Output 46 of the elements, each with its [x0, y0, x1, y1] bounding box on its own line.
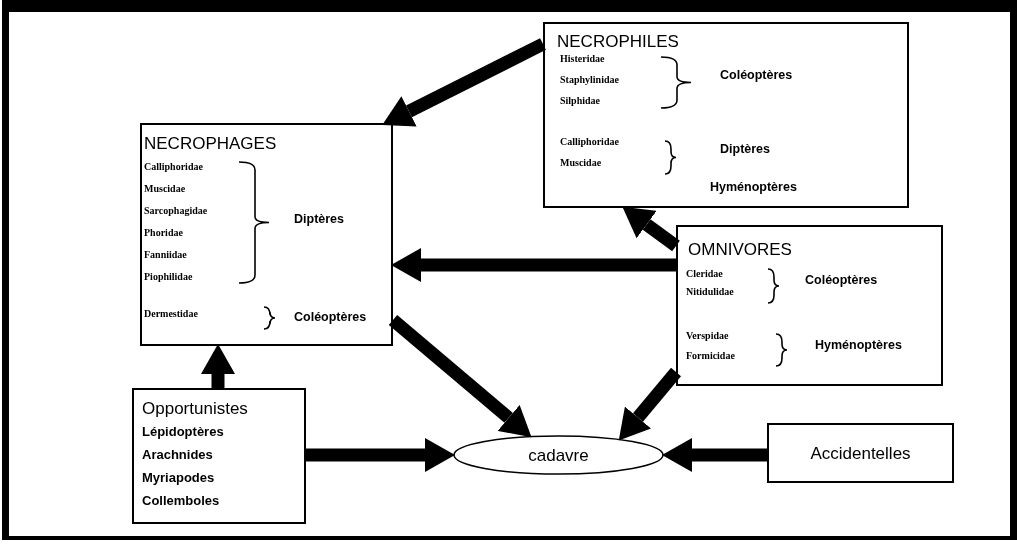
category-box — [132, 388, 306, 524]
order-name: Coléoptères — [805, 274, 878, 287]
group-heading: NECROPHILES — [557, 33, 679, 50]
family-name: Histeridae — [560, 54, 605, 64]
group-heading: Opportunistes — [142, 400, 248, 417]
node-label: Accidentelles — [810, 444, 911, 462]
category-box — [767, 423, 954, 483]
node-label: cadavre — [528, 446, 589, 464]
category-box — [543, 22, 909, 208]
family-name: Calliphoridae — [144, 162, 203, 172]
family-name: Muscidae — [144, 184, 186, 194]
category-box — [676, 225, 943, 386]
family-name: Cleridae — [686, 269, 723, 279]
group-heading: OMNIVORES — [688, 241, 792, 258]
block-arrow — [306, 438, 455, 472]
category-box — [140, 123, 393, 346]
order-name: Coléoptères — [720, 69, 793, 82]
family-name: Dermestidae — [144, 309, 198, 319]
family-name: Staphylinidae — [560, 75, 619, 85]
block-arrow — [662, 438, 767, 472]
family-name: Calliphoridae — [560, 137, 619, 147]
block-arrow — [622, 206, 680, 252]
family-name: Formicidae — [686, 351, 735, 361]
group-name: Lépidoptères — [142, 425, 224, 438]
order-name: Diptères — [720, 143, 771, 156]
block-arrow — [201, 344, 235, 388]
family-name: Fanniidae — [144, 250, 187, 260]
family-name: Nitidulidae — [686, 287, 734, 297]
order-name: Coléoptères — [294, 311, 367, 324]
block-arrow — [391, 248, 676, 282]
family-name: Verspidae — [686, 331, 729, 341]
group-name: Myriapodes — [142, 471, 215, 484]
block-arrow — [382, 38, 546, 127]
family-name: Phoridae — [144, 228, 183, 238]
group-name: Arachnides — [142, 448, 213, 461]
order-name: Diptères — [294, 213, 345, 226]
family-name: Sarcophagidae — [144, 206, 208, 216]
family-name: Piophilidae — [144, 272, 193, 282]
family-name: Muscidae — [560, 158, 602, 168]
order-name: Hyménoptères — [815, 339, 902, 352]
block-arrow — [388, 315, 532, 438]
group-name: Collemboles — [142, 494, 220, 507]
block-arrow — [618, 367, 681, 441]
group-heading: NECROPHAGES — [144, 135, 277, 152]
order-name: Hyménoptères — [710, 181, 797, 194]
family-name: Silphidae — [560, 96, 601, 106]
